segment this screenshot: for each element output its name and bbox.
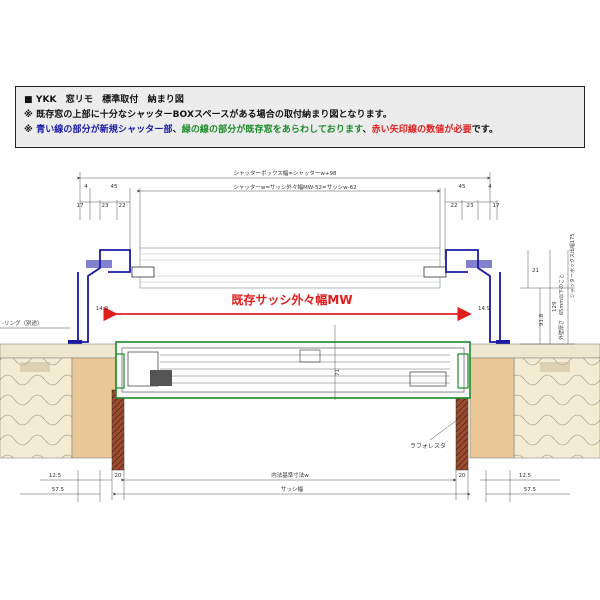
dim-sash: サッシ幅 [281, 485, 304, 493]
top-dimension-group [77, 172, 498, 260]
dim-57-5-left: 57.5 [52, 487, 65, 493]
dim-20-right: 20 [459, 473, 466, 479]
legend-green-text: 緑の線の部分が既存窓をあらわしております [181, 125, 363, 135]
header-note-box: ■ YKK 窓リモ 標準取付 納まり図 ※ 既存窓の上部に十分なシャッターBOX… [15, 86, 585, 148]
note-mark: ※ [24, 125, 33, 135]
legend-red-text: 赤い矢印線の数値が必要 [371, 125, 472, 135]
dim-23-right: 23 [467, 203, 474, 209]
dim-23-left: 23 [102, 203, 109, 209]
dim-14-9-left: 14.9 [96, 306, 109, 312]
dim-12-5-right: 12.5 [519, 473, 532, 479]
lafore-leader-line [429, 411, 469, 441]
dim-129: 129 [552, 301, 558, 312]
dim-20-left: 20 [115, 473, 122, 479]
oring-label: -リング（別途） [2, 319, 43, 327]
shutter-box [68, 247, 510, 345]
dim-91-8: 91.8 [539, 313, 545, 326]
section-drawing-svg: シャッターボックス幅=シャッターw+98 シャッターw=サッシ外々幅MW-52=… [0, 169, 600, 502]
main-width-label: 既存サッシ外々幅MW [231, 292, 352, 307]
dim-71: 71 [335, 369, 341, 376]
dim-45-left: 45 [111, 184, 118, 190]
dim-inner: 内法基準寸法w [271, 471, 309, 479]
legend-blue-text: 青い線の部分が新規シャッター部 [36, 125, 173, 135]
header-line-1: ■ YKK 窓リモ 標準取付 納まり図 [24, 93, 584, 108]
legend-separator: 、 [172, 125, 182, 135]
dim-17-left: 17 [77, 203, 84, 209]
dim-12-5-left: 12.5 [49, 473, 62, 479]
bullet-mark: ■ [24, 95, 33, 105]
dim-57-5-right: 57.5 [524, 487, 537, 493]
wall-insulation [0, 357, 600, 471]
existing-window [115, 341, 471, 399]
legend-end: です。 [471, 125, 499, 135]
dim-22-left: 22 [119, 203, 126, 209]
bottom-dimension-group [20, 468, 570, 502]
dim-shutter-w: シャッターw=サッシ外々幅MW-52=サッシw-62 [233, 183, 356, 191]
drawing-title: YKK 窓リモ 標準取付 納まり図 [35, 95, 185, 105]
section-drawing: シャッターボックス幅=シャッターw+98 シャッターw=サッシ外々幅MW-52=… [0, 150, 600, 510]
dim-14-9-right: 14.9 [478, 306, 491, 312]
right-dimension-group [334, 250, 575, 400]
dim-17-right: 17 [493, 203, 500, 209]
header-line-2: ※ 既存窓の上部に十分なシャッターBOXスペースがある場合の取付納まり図となりま… [24, 108, 584, 123]
note-mark: ※ [24, 110, 33, 120]
lafore-label: ラフォレスタ [410, 442, 446, 450]
dim-wall-note: 外壁厚さ 65mm以下のこと [558, 274, 565, 340]
note-text: 既存窓の上部に十分なシャッターBOXスペースがある場合の取付納まり図となります。 [36, 110, 392, 120]
dim-box-width: シャッターボックス幅=シャッターw+98 [233, 169, 337, 177]
dim-4-left: 4 [84, 184, 88, 190]
legend-separator: 、 [362, 125, 372, 135]
header-line-3: ※ 青い線の部分が新規シャッター部、緑の線の部分が既存窓をあらわしております、赤… [24, 123, 584, 138]
dim-4-right: 4 [488, 184, 492, 190]
dim-22-right: 22 [451, 203, 458, 209]
dim-175: シャッターボックス出幅175 [569, 234, 576, 298]
dim-21: 21 [532, 268, 539, 274]
dim-45-right: 45 [459, 184, 466, 190]
